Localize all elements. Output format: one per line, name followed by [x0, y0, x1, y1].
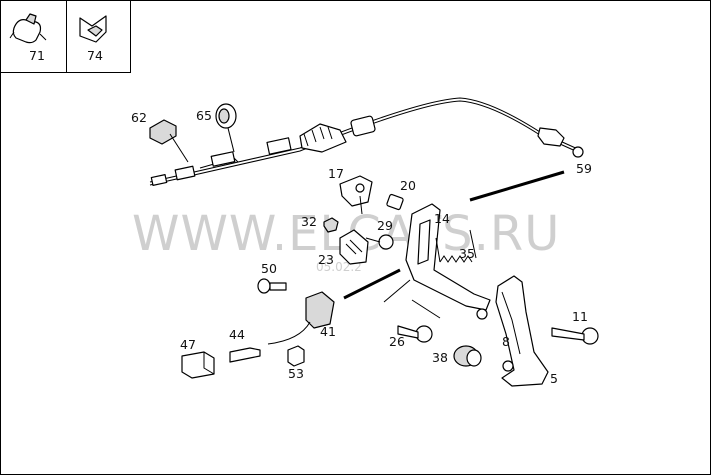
pedal-5[interactable] [495, 275, 549, 387]
callout-38[interactable]: 38 [432, 350, 448, 365]
callout-65[interactable]: 65 [196, 108, 212, 123]
pivot-pin-26[interactable] [397, 325, 433, 343]
pointer-line-pedal [343, 268, 401, 300]
bracket-icon[interactable] [79, 15, 107, 43]
callout-47[interactable]: 47 [180, 337, 196, 352]
callout-44[interactable]: 44 [229, 327, 245, 342]
pin-44[interactable] [229, 347, 261, 363]
callout-23[interactable]: 23 [318, 252, 334, 267]
callout-20[interactable]: 20 [400, 178, 416, 193]
callout-29[interactable]: 29 [377, 218, 393, 233]
clip-icon[interactable] [9, 13, 47, 44]
bolt-11[interactable] [551, 327, 599, 345]
clip-53[interactable] [287, 345, 305, 367]
callout-26[interactable]: 26 [389, 334, 405, 349]
sensor-41[interactable] [267, 291, 335, 345]
thumbnail-71-number: 71 [29, 48, 45, 63]
callout-32[interactable]: 32 [301, 214, 317, 229]
bolt-29[interactable] [365, 234, 394, 250]
callout-50[interactable]: 50 [261, 261, 277, 276]
thumbnail-panel [0, 0, 131, 73]
bushing-38[interactable] [453, 345, 482, 367]
bolt-8[interactable] [502, 360, 514, 372]
thumbnail-divider [66, 0, 67, 73]
callout-62[interactable]: 62 [131, 110, 147, 125]
callout-5[interactable]: 5 [550, 371, 558, 386]
callout-14[interactable]: 14 [434, 211, 450, 226]
clip-62[interactable] [149, 119, 189, 163]
callout-53[interactable]: 53 [288, 366, 304, 381]
callout-35[interactable]: 35 [459, 246, 475, 261]
bracket-23[interactable] [339, 229, 369, 265]
callout-41[interactable]: 41 [320, 324, 336, 339]
connector-47[interactable] [181, 351, 215, 379]
callout-11[interactable]: 11 [572, 309, 588, 324]
callout-59[interactable]: 59 [576, 161, 592, 176]
nut-32[interactable] [323, 217, 339, 233]
thumbnail-74-number: 74 [87, 48, 103, 63]
callout-17[interactable]: 17 [328, 166, 344, 181]
throttle-cable[interactable] [149, 97, 584, 186]
pedal-lever-14[interactable] [383, 203, 491, 320]
bolt-50[interactable] [257, 278, 287, 294]
spring-35[interactable] [435, 229, 477, 263]
pointer-line-cable [469, 170, 565, 202]
grommet-65[interactable] [215, 103, 237, 153]
callout-8[interactable]: 8 [502, 334, 510, 349]
bushing-20[interactable] [386, 193, 404, 211]
bracket-17[interactable] [339, 175, 373, 215]
